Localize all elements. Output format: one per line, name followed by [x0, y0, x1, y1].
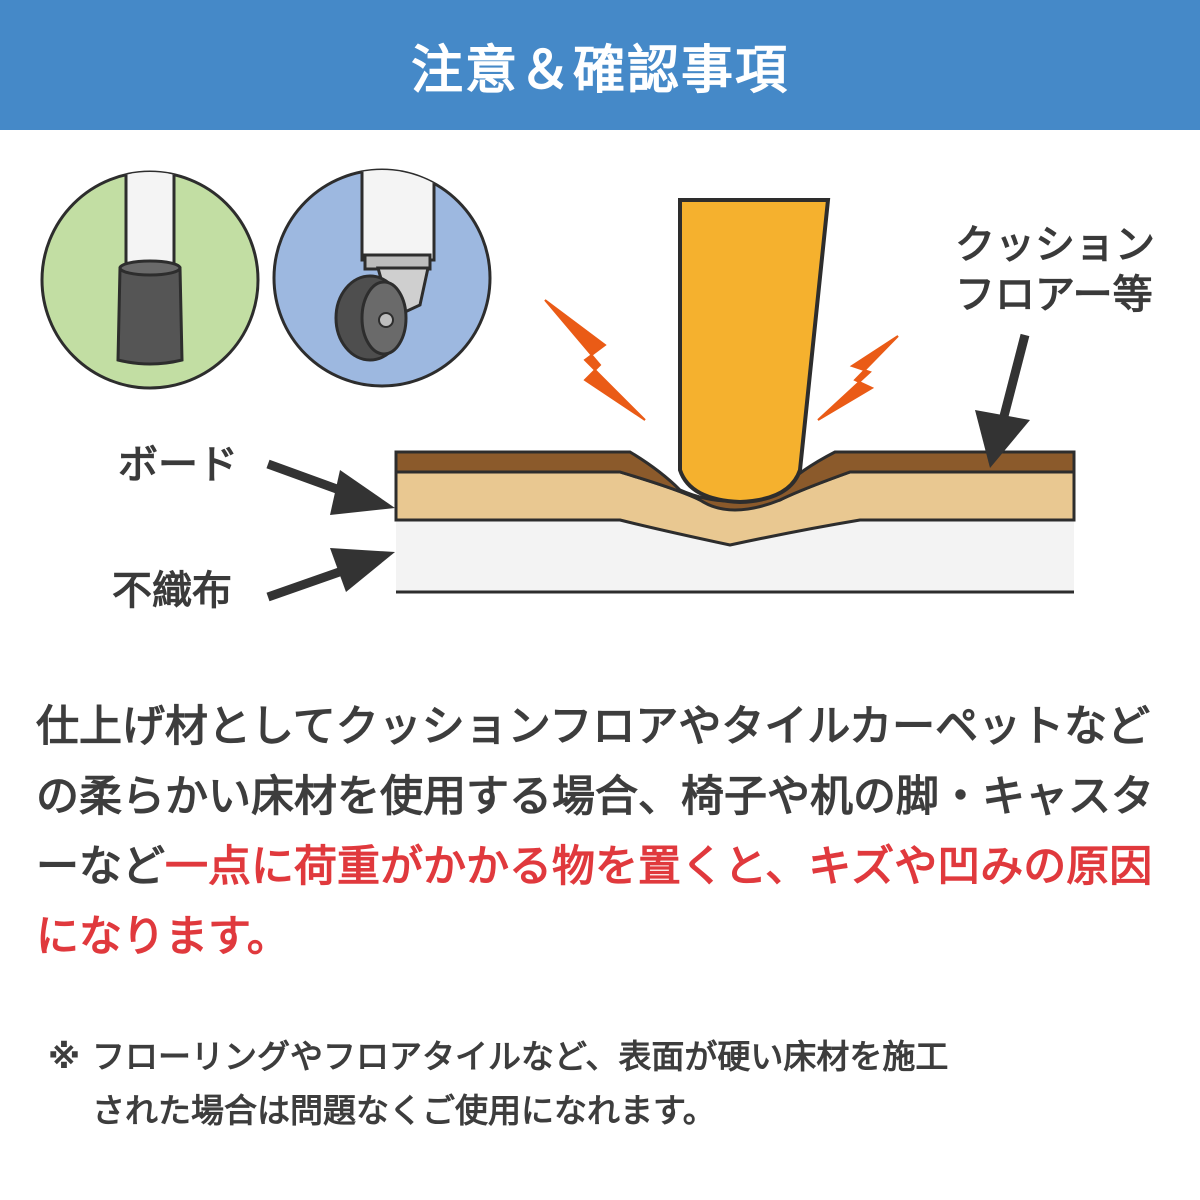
- note-mark: ※: [48, 1037, 81, 1076]
- caution-text: 仕上げ材としてクッションフロアやタイルカーペットなどの柔らかい床材を使用する場合…: [36, 692, 1176, 972]
- note-line-1: フローリングやフロアタイルなど、表面が硬い床材を施工: [92, 1037, 949, 1076]
- board-label: ボード: [118, 442, 238, 488]
- caution-text-normal: 仕上げ材としてクッションフロアやタイルカーペットなどの柔らかい床材を使用する場合…: [36, 702, 1154, 892]
- nonwoven-label: 不織布: [112, 568, 232, 614]
- note-line-2: された場合は問題なくご使用になれます。: [92, 1091, 716, 1130]
- cushion-floor-label: クッション フロアー等: [955, 222, 1155, 318]
- arrow-to-cushion: [975, 333, 1030, 468]
- caution-text-highlight: 一点に荷重がかかる物を置くと、キズや凹みの原因になります。: [36, 842, 1153, 962]
- chair-leg-cap-icon: [40, 170, 260, 390]
- lightning-impact-icon: [544, 299, 899, 421]
- footnote: ※ フローリングやフロアタイルなど、表面が硬い床材を施工 された場合は問題なくご使…: [48, 1030, 1168, 1138]
- table-leg: [678, 198, 831, 505]
- caster-wheel-icon: [272, 168, 492, 388]
- page-title: 注意＆確認事項: [410, 40, 789, 101]
- arrow-to-nonwoven: [266, 548, 395, 602]
- header-banner: 注意＆確認事項: [0, 0, 1200, 130]
- floor-damage-illustration: [0, 130, 1200, 650]
- arrow-to-board: [266, 459, 395, 515]
- floor-layers: [394, 450, 1076, 594]
